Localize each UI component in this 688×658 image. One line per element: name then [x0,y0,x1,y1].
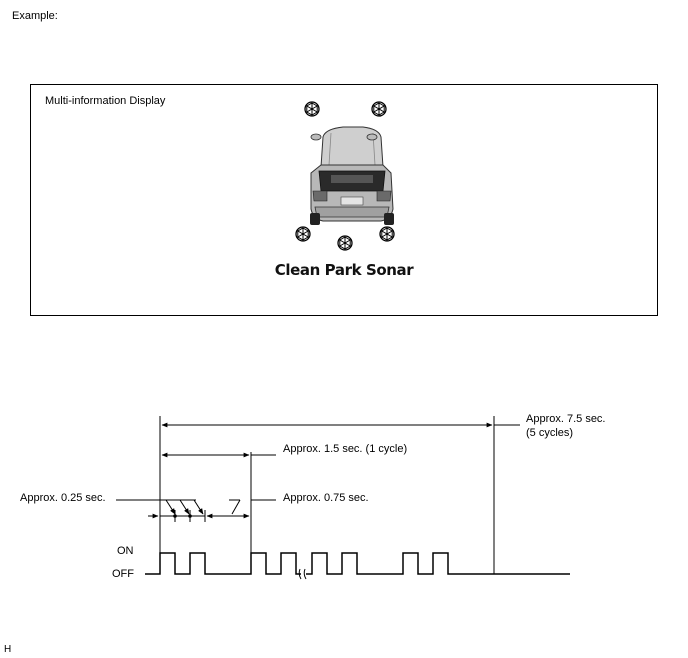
sonar-sensor-icon-front-left [304,101,320,117]
sonar-sensor-icon-rear-right [379,226,395,242]
multi-information-display-panel: Multi-information Display [30,84,658,316]
cycle-duration-label: Approx. 1.5 sec. (1 cycle) [283,443,408,455]
on-time-indicator [116,499,206,522]
sonar-sensor-icon-rear-center [337,235,353,251]
display-caption: Clean Park Sonar [274,261,414,279]
on-off-waveform [145,552,570,575]
example-label: Example: [12,10,58,22]
car-rear-view-illustration [295,101,395,251]
figure-code: H [4,644,12,655]
sonar-sensor-icon-rear-left [295,226,311,242]
off-time-label: Approx. 0.75 sec. [283,492,369,504]
display-title: Multi-information Display [45,95,166,107]
total-duration-label: Approx. 7.5 sec. [526,413,606,425]
on-time-label: Approx. 0.25 sec. [20,492,106,504]
sonar-sensor-icon-front-right [371,101,387,117]
car-icon [310,126,394,225]
time-break-symbol [298,568,307,580]
off-time-indicator [206,499,276,519]
on-state-label: ON [117,545,134,557]
off-state-label: OFF [112,568,134,580]
total-cycles-label: (5 cycles) [526,427,574,439]
